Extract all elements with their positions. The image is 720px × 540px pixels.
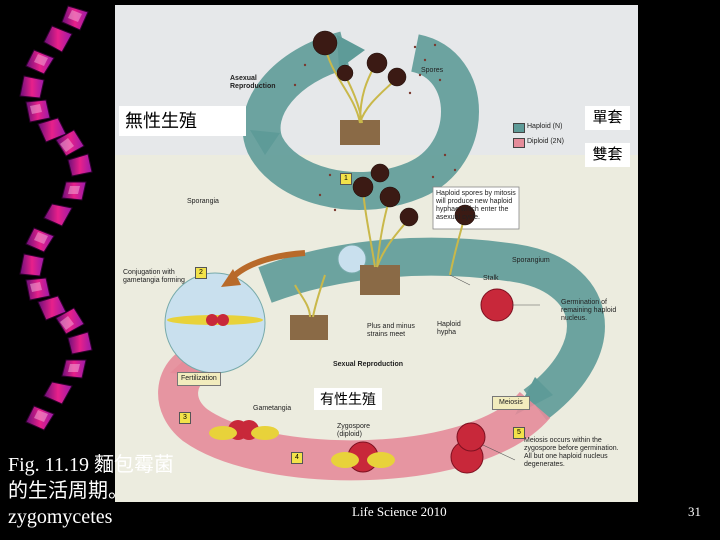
caption-line: Fig. 11.19 麵包霉菌 [8, 452, 218, 478]
haploid-legend: Haploid (N) [527, 123, 562, 131]
haploid-swatch [513, 123, 525, 133]
gametangia-label: Gametangia [253, 405, 291, 413]
figure-caption: Fig. 11.19 麵包霉菌 的生活周期。 zygomycetes [8, 452, 218, 530]
footer-course: Life Science 2010 [352, 504, 447, 520]
meiosis-note: Meiosis occurs within the zygospore befo… [524, 437, 624, 469]
spores-label: Spores [421, 67, 443, 75]
sporangium-label: Sporangium [512, 257, 550, 265]
haploid-spores-note: Haploid spores by mitosis will produce n… [436, 190, 516, 222]
sporangia-label: Sporangia [187, 198, 219, 206]
step-number: 5 [513, 427, 525, 439]
caption-line: zygomycetes [8, 504, 218, 530]
zygospore-label: Zygospore (diploid) [337, 423, 387, 439]
sexual-title: Sexual Reproduction [333, 361, 403, 369]
asexual-title: Asexual Reproduction [230, 75, 290, 91]
diploid-swatch [513, 138, 525, 148]
sexual-reproduction-label: 有性生殖 [314, 388, 382, 410]
page-number: 31 [688, 504, 701, 520]
asexual-reproduction-label: 無性生殖 [119, 106, 246, 136]
step-number: 1 [340, 173, 352, 185]
haploid-label: 單套 [585, 106, 630, 130]
germination-note: Germination of remaining haploid nucleus… [561, 299, 633, 323]
step-number: 4 [291, 452, 303, 464]
step-number: 3 [179, 412, 191, 424]
plus-minus-label: Plus and minus strains meet [367, 323, 427, 339]
diploid-label: 雙套 [585, 143, 630, 167]
haploid-hypha-label: Haploid hypha [437, 321, 477, 337]
life-cycle-diagram: Asexual Reproduction Spores Haploid (N) … [115, 5, 638, 502]
diploid-legend: Diploid (2N) [527, 138, 564, 146]
meiosis-label: Meiosis [492, 396, 530, 410]
stalk-label: Stalk [483, 275, 499, 283]
caption-line: 的生活周期。 [8, 478, 218, 504]
fertilization-label: Fertilization [177, 372, 221, 386]
conjugation-label: Conjugation with gametangia forming [123, 269, 193, 285]
step-number: 2 [195, 267, 207, 279]
